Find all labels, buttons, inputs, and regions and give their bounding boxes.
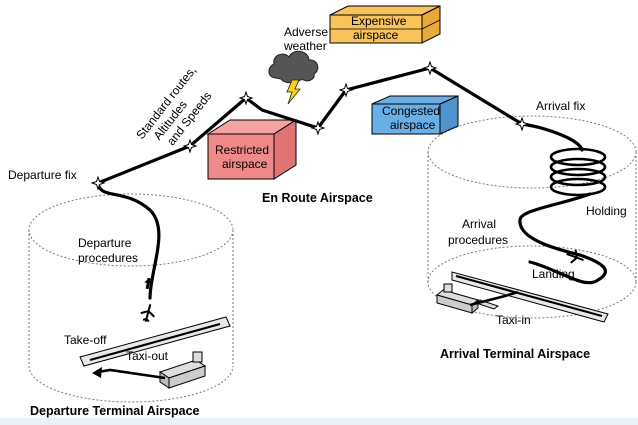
departure-terminal-airspace-label: Departure Terminal Airspace — [30, 404, 200, 418]
departure-runway — [79, 316, 231, 367]
storm-cloud-icon — [268, 50, 319, 105]
congested-airspace-label-line2: airspace — [390, 118, 436, 132]
taxi-out-arrowhead — [92, 367, 102, 378]
arrival-fix-label: Arrival fix — [536, 99, 585, 113]
taxi-out-label: Taxi-out — [126, 349, 169, 363]
taxi-in-label: Taxi-in — [496, 313, 531, 327]
departure-climb-path — [96, 181, 161, 300]
departure-fix-label: Departure fix — [8, 168, 77, 182]
departing-aircraft-icon — [140, 304, 155, 323]
departure-procedures-label-line2: procedures — [78, 251, 138, 265]
departure-terminal-building-icon — [158, 351, 207, 389]
expensive-airspace-label-line1: Expensive — [351, 14, 407, 28]
en-route-airspace-label: En Route Airspace — [262, 191, 373, 205]
take-off-label: Take-off — [64, 333, 107, 347]
departure-terminal-cylinder — [28, 193, 234, 403]
taxi-out-path — [97, 368, 166, 380]
climbing-aircraft-icon — [144, 277, 153, 290]
arrival-terminal-cylinder — [427, 115, 637, 319]
adverse-weather-label-line1: Adverse — [284, 25, 328, 39]
congested-airspace-box — [371, 95, 459, 135]
arrival-descent-path — [520, 122, 584, 152]
en-route-path — [96, 66, 524, 185]
expensive-airspace-box — [329, 5, 441, 44]
bottom-band — [0, 418, 638, 425]
holding-pattern — [549, 147, 607, 197]
restricted-airspace-label-line2: airspace — [222, 157, 268, 171]
expensive-airspace-label-line2: airspace — [353, 28, 399, 42]
congested-airspace-label-line1: Congested — [382, 104, 440, 118]
arrival-terminal-airspace-label: Arrival Terminal Airspace — [440, 347, 590, 361]
taxi-in-path — [469, 290, 519, 307]
landing-label: Landing — [532, 267, 575, 281]
arrival-procedures-label-line1: Arrival — [462, 217, 496, 231]
restricted-airspace-label-line1: Restricted — [215, 143, 269, 157]
departure-fix-marker — [91, 176, 105, 190]
restricted-airspace-box — [206, 119, 298, 180]
arrival-procedures-label-line2: procedures — [448, 233, 508, 247]
arrival-runway — [451, 271, 609, 323]
departure-procedures-label-line1: Departure — [78, 236, 132, 250]
landing-aircraft-icon — [566, 249, 584, 264]
adverse-weather-label-line2: weather — [283, 39, 327, 53]
holding-label: Holding — [586, 204, 627, 218]
